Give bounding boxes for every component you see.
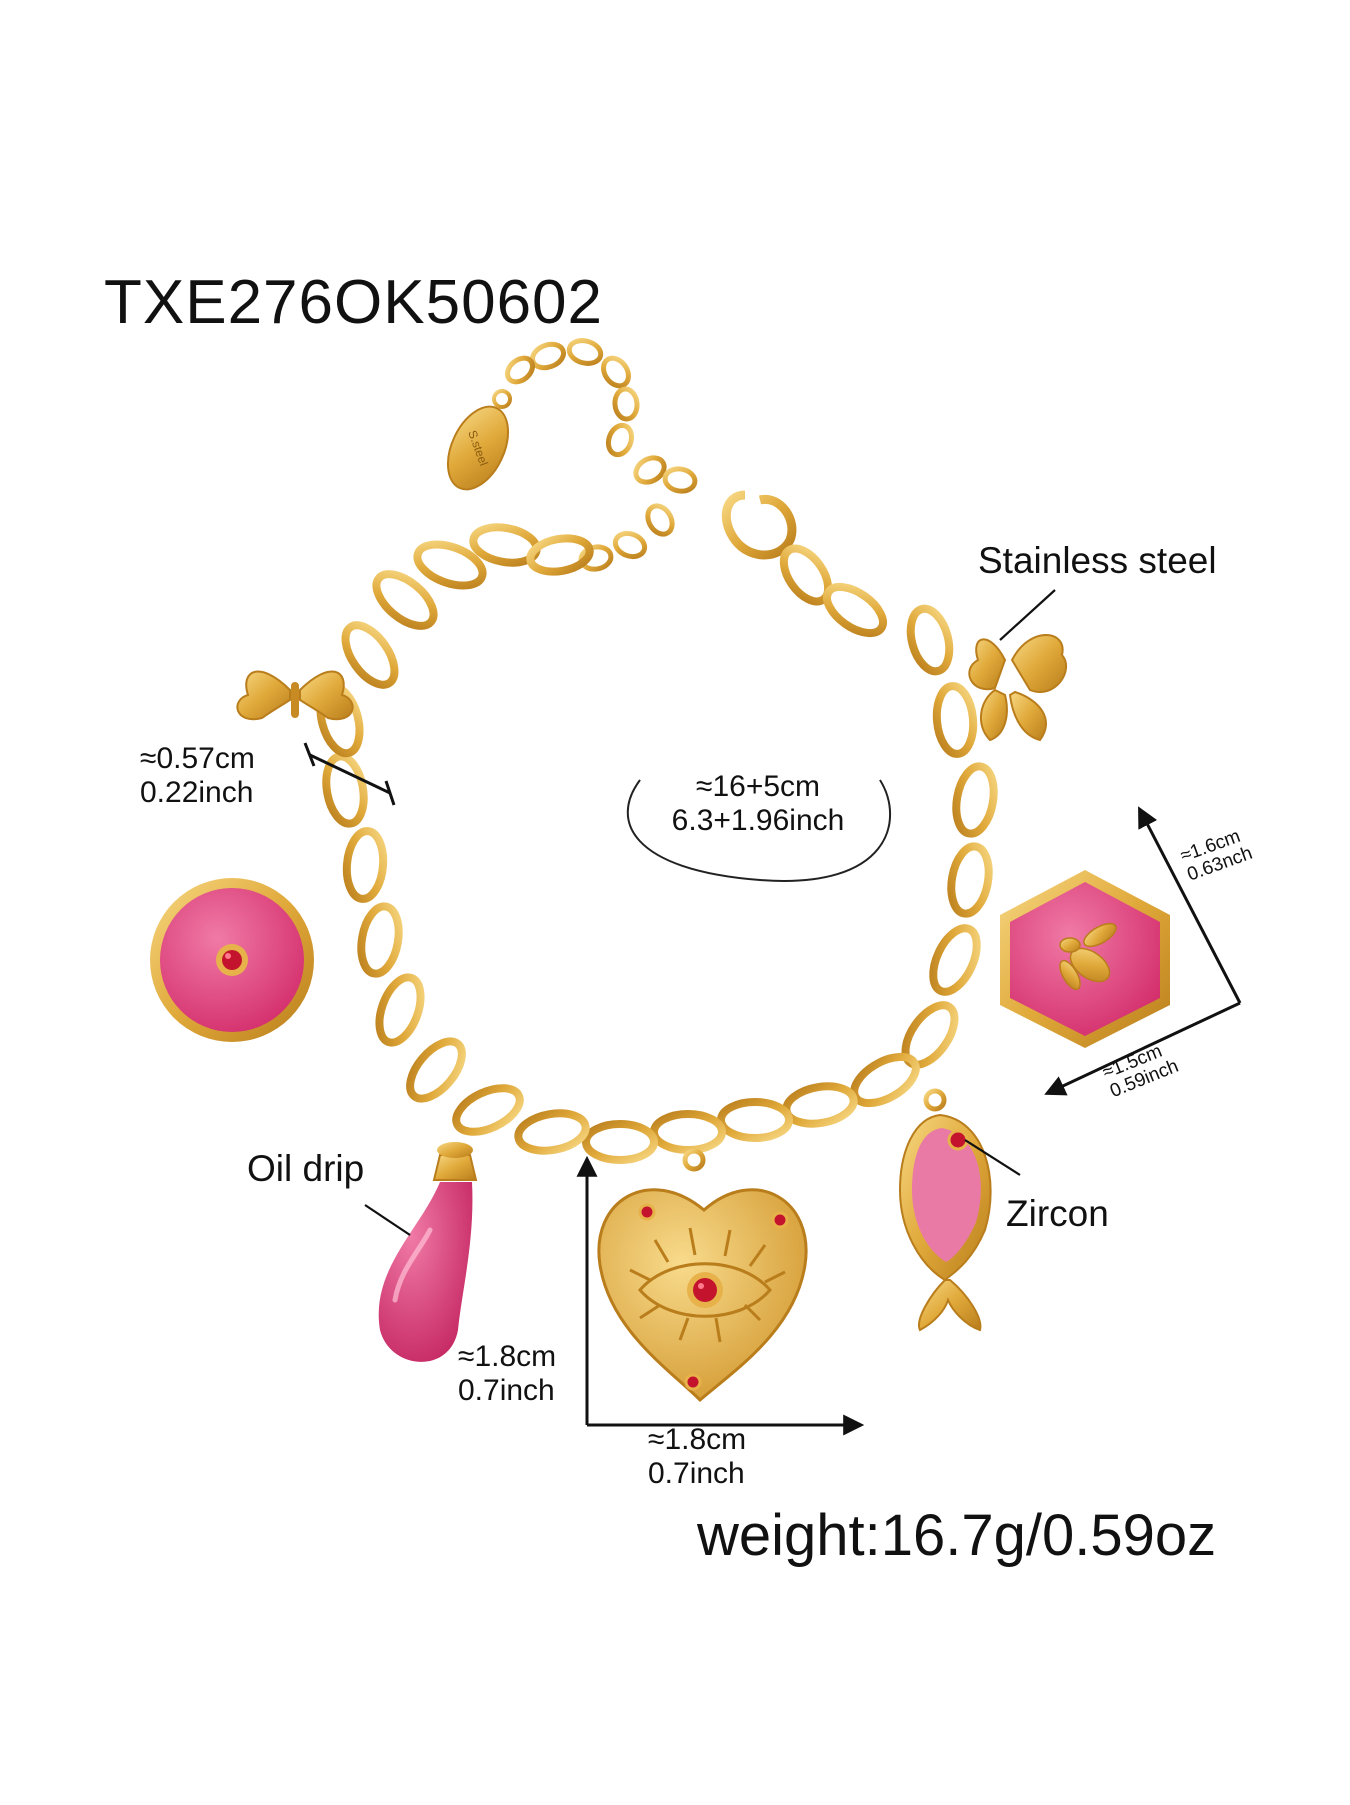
heart-dimensions bbox=[576, 1155, 865, 1436]
heart-height-cm: ≈1.8cm bbox=[458, 1340, 557, 1373]
eye-icon bbox=[629, 1227, 786, 1343]
material-callout: Stainless steel bbox=[978, 540, 1217, 581]
butterfly-charm-right bbox=[968, 634, 1068, 742]
product-sku: TXE276OK50602 bbox=[104, 268, 604, 337]
hexagon-bee-charm bbox=[1000, 870, 1170, 1048]
bracelet-chain bbox=[316, 490, 998, 1164]
heart-height-inch: 0.7inch bbox=[458, 1373, 555, 1407]
length-cm: ≈16+5cm bbox=[695, 770, 821, 803]
link-cm: ≈0.57cm bbox=[140, 742, 255, 775]
heart-width-dimension: ≈1.8cm 0.7inch bbox=[648, 1423, 746, 1490]
butterfly-charm-left bbox=[236, 670, 354, 721]
link-inch: 0.22inch bbox=[140, 775, 254, 809]
enamel-callout: Oil drip bbox=[247, 1148, 365, 1189]
heart-width-cm: ≈1.8cm bbox=[648, 1423, 747, 1456]
callout-lines bbox=[364, 589, 1056, 1236]
length-ellipse-outline bbox=[626, 779, 892, 882]
bee-icon bbox=[1059, 922, 1117, 991]
extension-chain bbox=[504, 338, 698, 572]
round-enamel-charm bbox=[150, 878, 314, 1042]
link-width-dimension bbox=[303, 742, 396, 806]
product-weight: weight:16.7g/0.59oz bbox=[697, 1503, 1217, 1568]
stone-callout: Zircon bbox=[1006, 1193, 1109, 1234]
length-inch: 6.3+1.96inch bbox=[671, 803, 845, 837]
length-dimension: ≈16+5cm 6.3+1.96inch bbox=[648, 770, 868, 837]
fish-charm bbox=[898, 1088, 992, 1332]
heart-height-dimension: ≈1.8cm 0.7inch bbox=[458, 1340, 556, 1407]
heart-eye-charm bbox=[597, 1148, 808, 1403]
link-dimension: ≈0.57cm 0.22inch bbox=[140, 742, 255, 809]
steel-tag: S.steel bbox=[446, 389, 512, 491]
heart-width-inch: 0.7inch bbox=[648, 1456, 745, 1490]
oil-drip-charm bbox=[378, 1142, 478, 1362]
hexagon-dimensions bbox=[1044, 806, 1242, 1096]
